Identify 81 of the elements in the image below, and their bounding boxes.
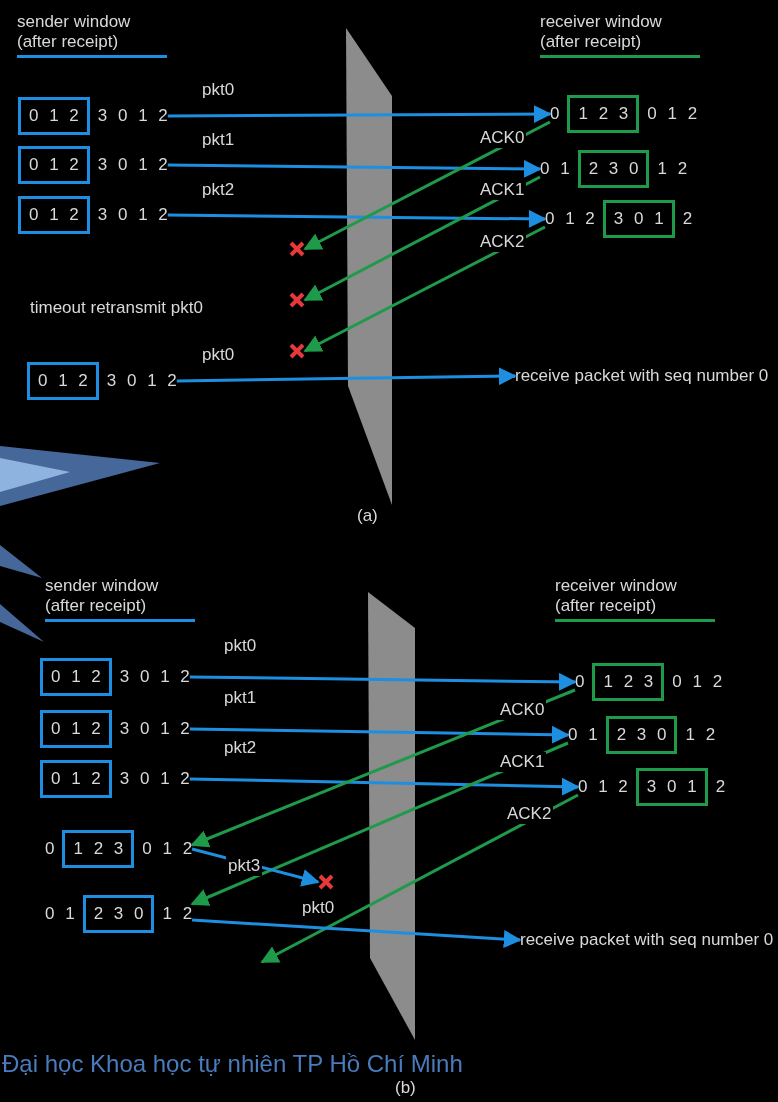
caption-label: timeout retransmit pkt0 [30,298,204,318]
edge-label: ACK1 [498,752,547,772]
sequence-numbers: 1 2 [162,904,193,924]
arrow [189,672,577,691]
arrow [176,367,517,386]
arrow [303,225,546,353]
window-box: 1 2 3 [592,663,665,701]
window-heading: sender window (after receipt) [17,12,167,58]
sequence-numbers: 0 1 2 [672,672,723,692]
arrow [167,159,542,178]
arrow [303,120,551,251]
edge-label: pkt1 [222,688,259,708]
sequence-numbers: 0 1 [540,159,570,179]
window-box: 3 0 1 [602,200,675,238]
caption-label: (a) [357,506,378,526]
edge-label: ACK0 [498,700,547,720]
window-box: 0 1 2 [27,362,99,400]
sequence-numbers: 2 [682,209,693,229]
sequence-numbers: 3 0 1 2 [106,371,177,391]
window-heading: receiver window (after receipt) [540,12,700,58]
sequence-numbers: 1 2 [657,159,688,179]
sequence-numbers: 3 0 1 2 [119,719,190,739]
sequence-numbers: 0 1 [45,904,75,924]
window-heading: receiver window (after receipt) [555,576,715,622]
window-box: 0 1 2 [40,658,112,696]
arrow [192,918,522,948]
window-box: 0 1 2 [18,146,90,184]
edge-label: pkt0 [200,80,237,100]
window-box: 1 2 3 [62,830,135,868]
sequence-numbers: 3 0 1 2 [97,106,168,126]
window-box: 0 1 2 [18,97,90,135]
loss-mark-icon [289,292,305,308]
edge-label: pkt0 [300,898,337,918]
arrow [167,105,552,124]
edge-label: pkt3 [226,856,263,876]
sequence-numbers: 0 1 2 [647,104,698,124]
caption-label: (b) [395,1078,416,1098]
loss-mark-icon [289,241,305,257]
note-text: receive packet with seq number 0 [520,930,775,950]
sequence-numbers: 0 [575,672,585,692]
window-box: 3 0 1 [635,768,708,806]
sequence-numbers: 0 1 2 [578,777,628,797]
window-box: 2 3 0 [577,150,650,188]
sequence-numbers: 1 2 [685,725,716,745]
sequence-numbers: 0 [550,104,560,124]
sequence-numbers: 0 1 2 [545,209,595,229]
loss-mark-icon [289,343,305,359]
sequence-numbers: 3 0 1 2 [119,769,190,789]
window-box: 2 3 0 [605,716,678,754]
edge-label: ACK2 [505,804,554,824]
edge-label: pkt0 [222,636,259,656]
arrow [189,725,570,744]
arrow [167,209,547,228]
edge-label: ACK1 [478,180,527,200]
note-text: receive packet with seq number 0 [515,366,770,386]
edge-label: pkt2 [222,738,259,758]
sequence-numbers: 3 0 1 2 [119,667,190,687]
sequence-numbers: 0 1 2 [142,839,193,859]
sequence-numbers: 3 0 1 2 [97,155,168,175]
sequence-numbers: 2 [715,777,726,797]
window-box: 0 1 2 [40,760,112,798]
footer-text: Đại học Khoa học tự nhiên TP Hồ Chí Minh [2,1049,463,1079]
edge-label: ACK0 [478,128,527,148]
window-box: 0 1 2 [40,710,112,748]
window-heading: sender window (after receipt) [45,576,195,622]
sequence-numbers: 0 1 [568,725,598,745]
sequence-numbers: 0 [45,839,55,859]
edge-label: pkt2 [200,180,237,200]
window-box: 2 3 0 [82,895,155,933]
loss-mark-icon [318,874,334,890]
sequence-numbers: 3 0 1 2 [97,205,168,225]
arrow [189,777,580,796]
edge-label: pkt1 [200,130,237,150]
edge-label: ACK2 [478,232,527,252]
edge-label: pkt0 [200,345,237,365]
arrow [260,793,579,964]
arrow [190,688,576,848]
window-box: 1 2 3 [567,95,640,133]
arrow [190,741,569,906]
arrow [303,175,541,302]
window-box: 0 1 2 [18,196,90,234]
